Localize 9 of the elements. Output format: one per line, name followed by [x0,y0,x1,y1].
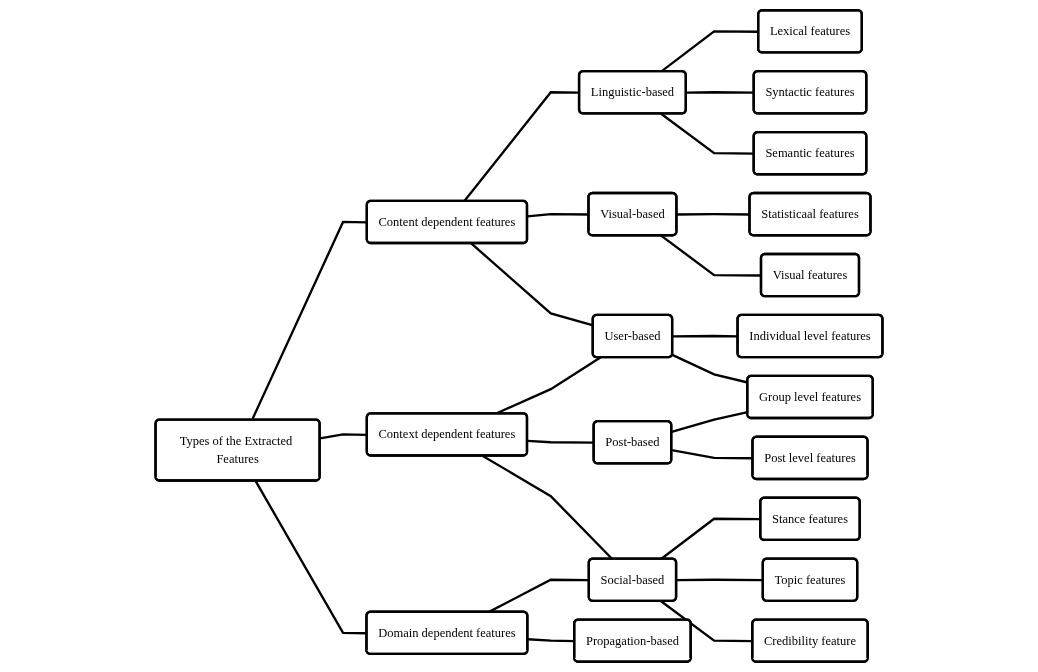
connector [660,600,753,643]
connector [527,638,575,643]
connector [672,334,738,338]
connector [671,411,748,433]
connector [527,212,589,218]
connector [671,448,753,460]
connector [676,212,750,216]
connector [254,480,367,635]
connector [671,353,748,384]
